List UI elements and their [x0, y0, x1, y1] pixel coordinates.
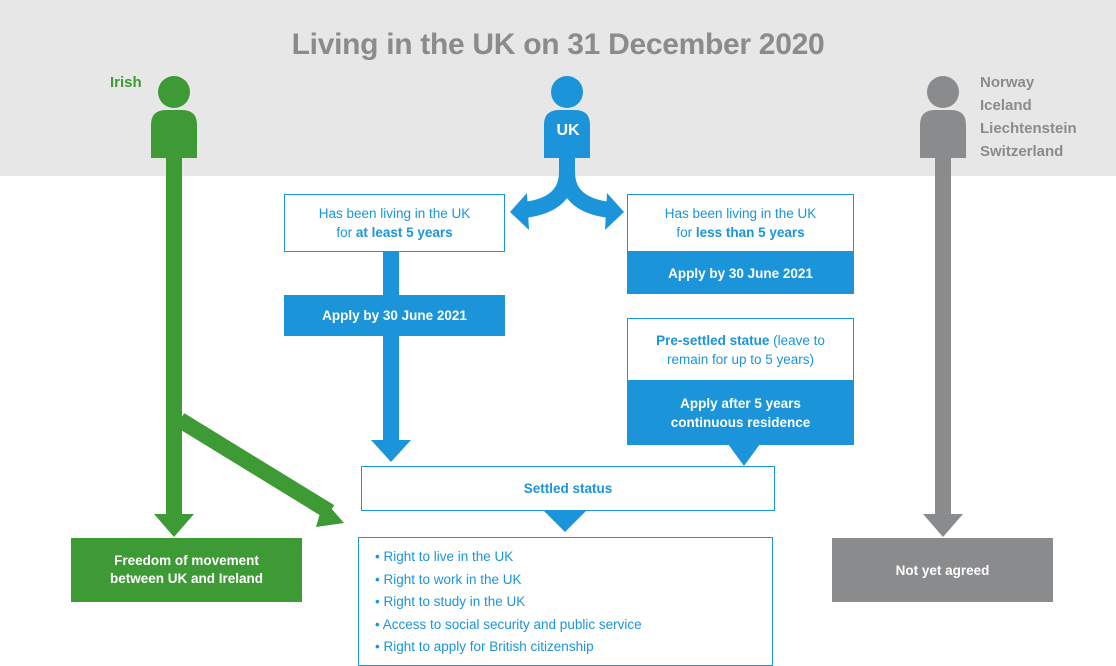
list-item: • Access to social security and public s…	[375, 616, 642, 632]
uk-person-icon	[544, 76, 590, 158]
settled-status-box: Settled status	[361, 466, 775, 511]
country-norway: Norway	[980, 74, 1035, 91]
pre-settled-line2: remain for up to 5 years)	[666, 351, 815, 367]
irish-arrowhead-down	[154, 514, 194, 537]
freedom-of-movement-box: Freedom of movement between UK and Irela…	[71, 538, 302, 602]
less-than-5-line1: Has been living in the UK	[664, 206, 817, 221]
less-than-5-line2: for less than 5 years	[676, 225, 805, 240]
rights-list: • Right to live in the UK • Right to wor…	[358, 537, 773, 666]
apply-by-left: Apply by 30 June 2021	[284, 295, 505, 336]
country-switzerland: Switzerland	[980, 143, 1064, 160]
country-liechtenstein: Liechtenstein	[980, 120, 1077, 137]
apply-after-5-years: Apply after 5 years continuous residence	[627, 381, 854, 445]
freedom-line1: Freedom of movement	[114, 553, 259, 568]
left-arrowhead-down	[371, 440, 411, 462]
efta-person-icon	[920, 76, 966, 158]
apply-after-line2: continuous residence	[670, 415, 811, 430]
pre-settled-line1: Pre-settled statue (leave to	[656, 332, 825, 348]
apply-by-right: Apply by 30 June 2021	[627, 252, 854, 294]
irish-diagonal-arrow	[175, 413, 335, 519]
diagram-title: Living in the UK on 31 December 2020	[291, 28, 825, 61]
uk-fork-right-head	[605, 193, 624, 230]
at-least-5-line2: for at least 5 years	[336, 225, 453, 240]
irish-arrowhead-diagonal	[316, 500, 344, 527]
uk-fork-left-head	[510, 193, 529, 230]
at-least-5-line1: Has been living in the UK	[318, 206, 471, 221]
settled-pointer-down	[544, 511, 586, 532]
country-iceland: Iceland	[980, 97, 1032, 114]
efta-arrowhead-down	[923, 514, 963, 537]
freedom-line2: between UK and Ireland	[109, 571, 264, 586]
list-item: • Right to apply for British citizenship	[375, 639, 594, 654]
uk-label: UK	[556, 122, 580, 139]
right-pointer-down	[728, 444, 760, 466]
apply-after-line1: Apply after 5 years	[680, 396, 801, 411]
irish-person-icon	[151, 76, 197, 158]
list-item: • Right to work in the UK	[375, 571, 522, 587]
uk-fork-right	[559, 171, 612, 218]
list-item: • Right to live in the UK	[375, 549, 514, 564]
irish-label: Irish	[110, 74, 142, 91]
not-yet-agreed-box: Not yet agreed	[832, 538, 1053, 602]
box-less-than-5-years: Has been living in the UK for less than …	[627, 194, 854, 252]
box-pre-settled: Pre-settled statue (leave to remain for …	[627, 318, 854, 381]
list-item: • Right to study in the UK	[375, 594, 526, 609]
box-at-least-5-years: Has been living in the UK for at least 5…	[284, 194, 505, 252]
